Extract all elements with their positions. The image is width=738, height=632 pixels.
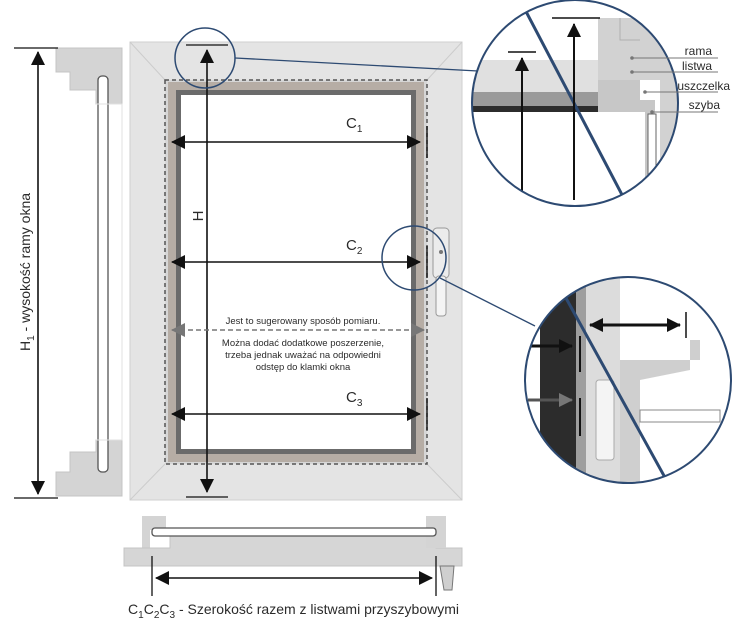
bottom-profile (123, 516, 463, 596)
c1-label: C1 (346, 115, 363, 135)
h1-label: H1 - wysokość ramy okna (17, 193, 37, 351)
note-line-2: Można dodać dodatkowe poszerzenie, (222, 338, 384, 349)
side-profile (55, 47, 123, 497)
bottom-caption: C1C2C3 - Szerokość razem z listwami przy… (128, 601, 459, 621)
h-label: H (190, 211, 207, 222)
legend-listwa: listwa (682, 59, 712, 73)
h1-dimension: H1 - wysokość ramy okna (14, 47, 58, 499)
legend-szyba: szyba (689, 98, 721, 112)
detail-top-corner: rama listwa uszczelka szyba (471, 0, 730, 207)
c3-label: C3 (346, 389, 363, 409)
measure-outline (164, 79, 428, 465)
legend-uszczelka: uszczelka (677, 79, 730, 93)
detail-handle (524, 276, 732, 484)
legend-rama: rama (685, 44, 713, 58)
callout-handle-source (381, 225, 447, 291)
note-line-1: Jest to sugerowany sposób pomiaru. (226, 316, 381, 327)
c2-dimension: C2 (171, 237, 428, 278)
note-line-4: odstęp do klamki okna (256, 362, 351, 373)
suggested-measure: Jest to sugerowany sposób pomiaru. Można… (171, 316, 425, 376)
c3-dimension: C3 (171, 389, 428, 430)
c1-dimension: C1 (171, 115, 428, 158)
note-line-3: trzeba jednak uważać na odpowiedni (225, 350, 381, 361)
c2-label: C2 (346, 237, 363, 257)
window-front-view (129, 41, 463, 501)
window-handle (432, 227, 450, 317)
